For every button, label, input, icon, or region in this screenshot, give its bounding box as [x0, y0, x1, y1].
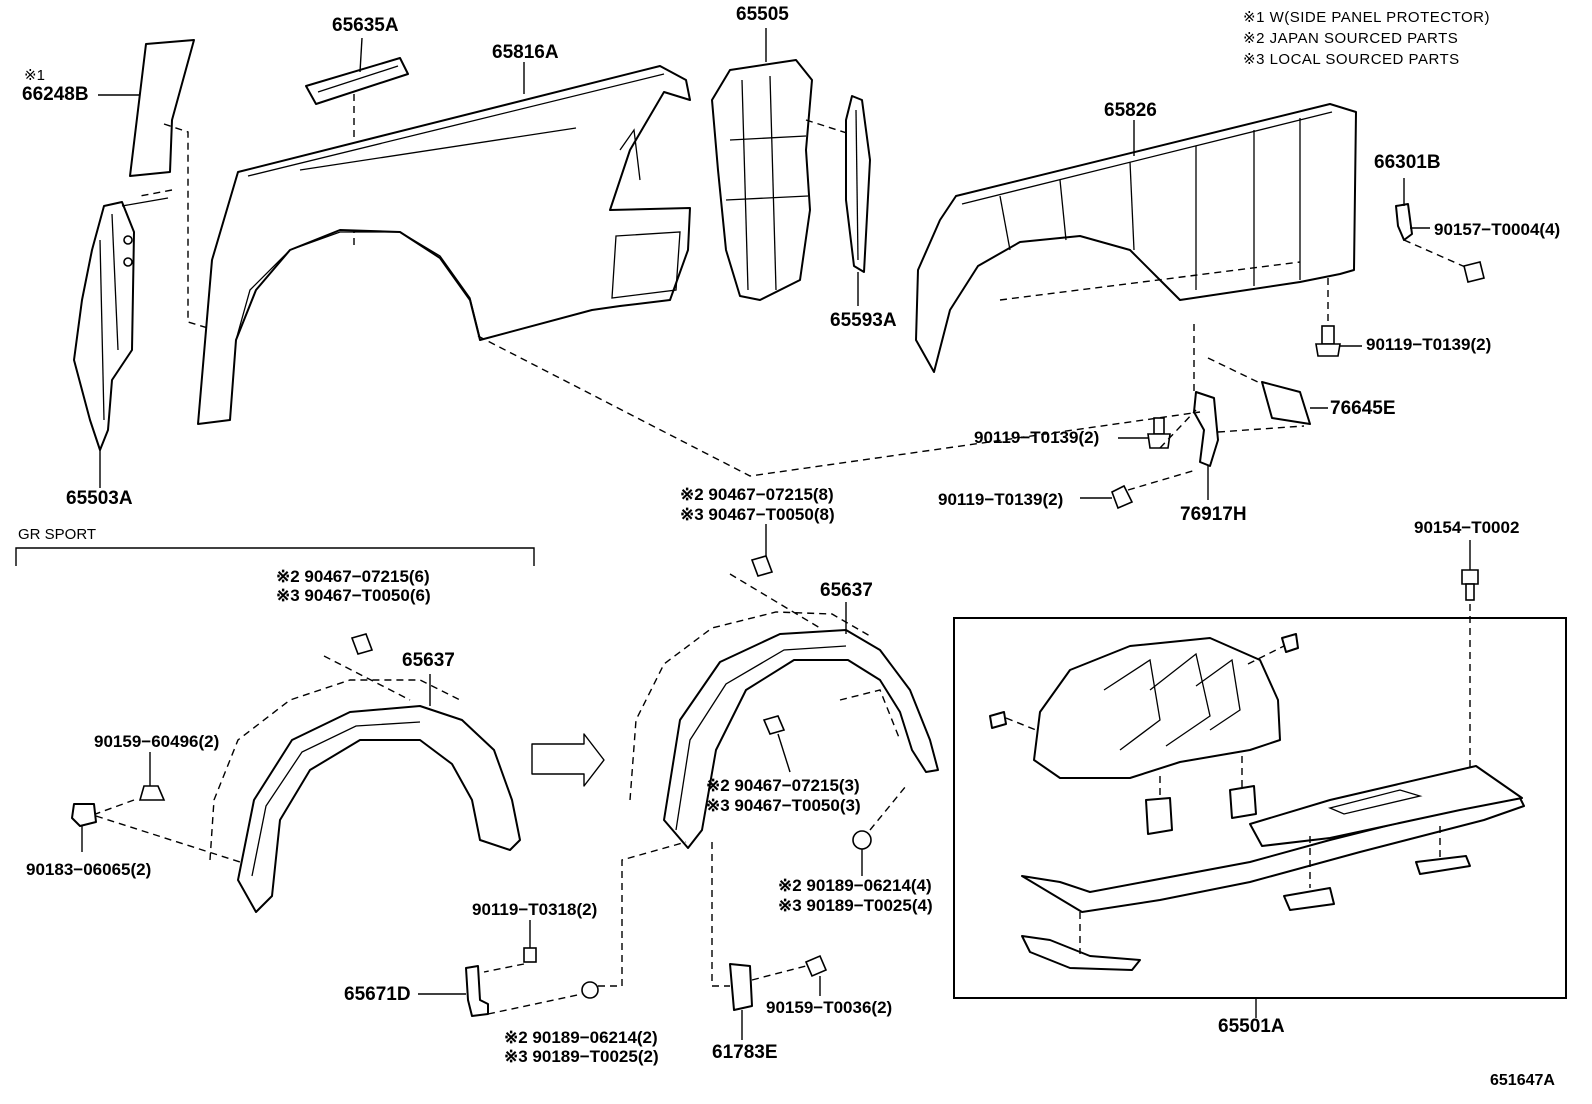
- screw-90467-mid: [762, 715, 791, 773]
- label-65671D[interactable]: 65671D: [344, 984, 411, 1005]
- bolt-90159-60496: [89, 752, 166, 817]
- label-90467-mid-local[interactable]: ※3 90467−T0050(3): [706, 796, 861, 815]
- wheel-liner-65637: [629, 602, 939, 849]
- clip-90189-mid: [852, 785, 907, 876]
- screw-90467-top: [729, 524, 821, 629]
- label-90189-mid-local[interactable]: ※3 90189−T0025(4): [778, 896, 933, 915]
- section-label-gr-sport: GR SPORT: [18, 526, 97, 543]
- label-65637-gr[interactable]: 65637: [402, 650, 455, 671]
- clip-66301B: [1395, 178, 1485, 283]
- plate-61783E: [711, 842, 753, 1040]
- label-90157-T0004[interactable]: 90157−T0004(4): [1434, 220, 1561, 239]
- gr-sport-bracket: [15, 547, 535, 566]
- label-90189-low-local[interactable]: ※3 90189−T0025(2): [504, 1047, 659, 1066]
- clip-90189-low: [581, 841, 687, 999]
- label-65826[interactable]: 65826: [1104, 100, 1157, 121]
- label-66248B[interactable]: 66248B: [22, 84, 89, 105]
- leader-quarter-to-liner: [477, 335, 1201, 477]
- bolt-90119-T0318: [483, 920, 537, 973]
- label-76645E[interactable]: 76645E: [1330, 398, 1396, 419]
- bolt-90154: [1461, 540, 1479, 770]
- bolt-90119-upper: [1315, 278, 1362, 357]
- label-90467-gr-jp[interactable]: ※2 90467−07215(6): [276, 567, 430, 586]
- label-90119-T0139-upper[interactable]: 90119−T0139(2): [1366, 335, 1492, 354]
- panel-65593A: [845, 95, 871, 306]
- label-66248B-mark: ※1: [24, 67, 45, 84]
- bracket-76917H: [1127, 324, 1305, 500]
- label-65635A[interactable]: 65635A: [332, 15, 399, 36]
- label-65816A[interactable]: 65816A: [492, 42, 559, 63]
- label-90154-T0002[interactable]: 90154−T0002: [1414, 518, 1520, 537]
- label-65637[interactable]: 65637: [820, 580, 873, 601]
- bracket-65671D: [418, 965, 583, 1017]
- note-3: ※3 LOCAL SOURCED PARTS: [1243, 51, 1460, 68]
- bracket-76645E: [1207, 357, 1328, 425]
- bolt-90119-low: [1080, 484, 1134, 510]
- wheel-liner-gr-65637: [209, 674, 521, 913]
- label-65505[interactable]: 65505: [736, 4, 789, 25]
- label-90467-gr-local[interactable]: ※3 90467−T0050(6): [276, 586, 431, 605]
- note-1: ※1 W(SIDE PANEL PROTECTOR): [1243, 9, 1490, 26]
- label-90467-top-local[interactable]: ※3 90467−T0050(8): [680, 505, 835, 524]
- bolt-90159-T0036: [751, 954, 828, 996]
- label-90119-T0139-mid[interactable]: 90119−T0139(2): [974, 428, 1100, 447]
- label-90189-low-jp[interactable]: ※2 90189−06214(2): [504, 1028, 658, 1047]
- figure-id: 651647A: [1490, 1072, 1555, 1089]
- side-panel-protector-66248B: [98, 39, 195, 177]
- note-2: ※2 JAPAN SOURCED PARTS: [1243, 30, 1459, 47]
- inner-panel-65505: [711, 28, 851, 301]
- label-90183-06065[interactable]: 90183−06065(2): [26, 860, 152, 879]
- bed-side-panel-65826: [915, 103, 1357, 373]
- label-90467-mid-jp[interactable]: ※2 90467−07215(3): [706, 776, 860, 795]
- label-90159-60496[interactable]: 90159−60496(2): [94, 732, 220, 751]
- label-76917H[interactable]: 76917H: [1180, 504, 1247, 525]
- label-90119-T0139-low[interactable]: 90119−T0139(2): [938, 490, 1064, 509]
- nut-90183: [71, 803, 241, 863]
- screw-90467-gr: [323, 633, 411, 701]
- label-65503A[interactable]: 65503A: [66, 488, 133, 509]
- direction-arrow: [531, 733, 605, 787]
- label-90159-T0036[interactable]: 90159−T0036(2): [766, 998, 893, 1017]
- label-65501A[interactable]: 65501A: [1218, 1016, 1285, 1037]
- quarter-panel-65816A: [197, 62, 691, 425]
- bolt-90119-mid: [1118, 409, 1197, 449]
- label-90467-top-jp[interactable]: ※2 90467−07215(8): [680, 485, 834, 504]
- pillar-extension-65503A: [73, 123, 209, 488]
- label-90189-mid-jp[interactable]: ※2 90189−06214(4): [778, 876, 932, 895]
- label-90119-T0318[interactable]: 90119−T0318(2): [472, 900, 598, 919]
- label-66301B[interactable]: 66301B: [1374, 152, 1441, 173]
- label-65593A[interactable]: 65593A: [830, 310, 897, 331]
- box-65501A: [953, 617, 1567, 1018]
- label-61783E[interactable]: 61783E: [712, 1042, 778, 1063]
